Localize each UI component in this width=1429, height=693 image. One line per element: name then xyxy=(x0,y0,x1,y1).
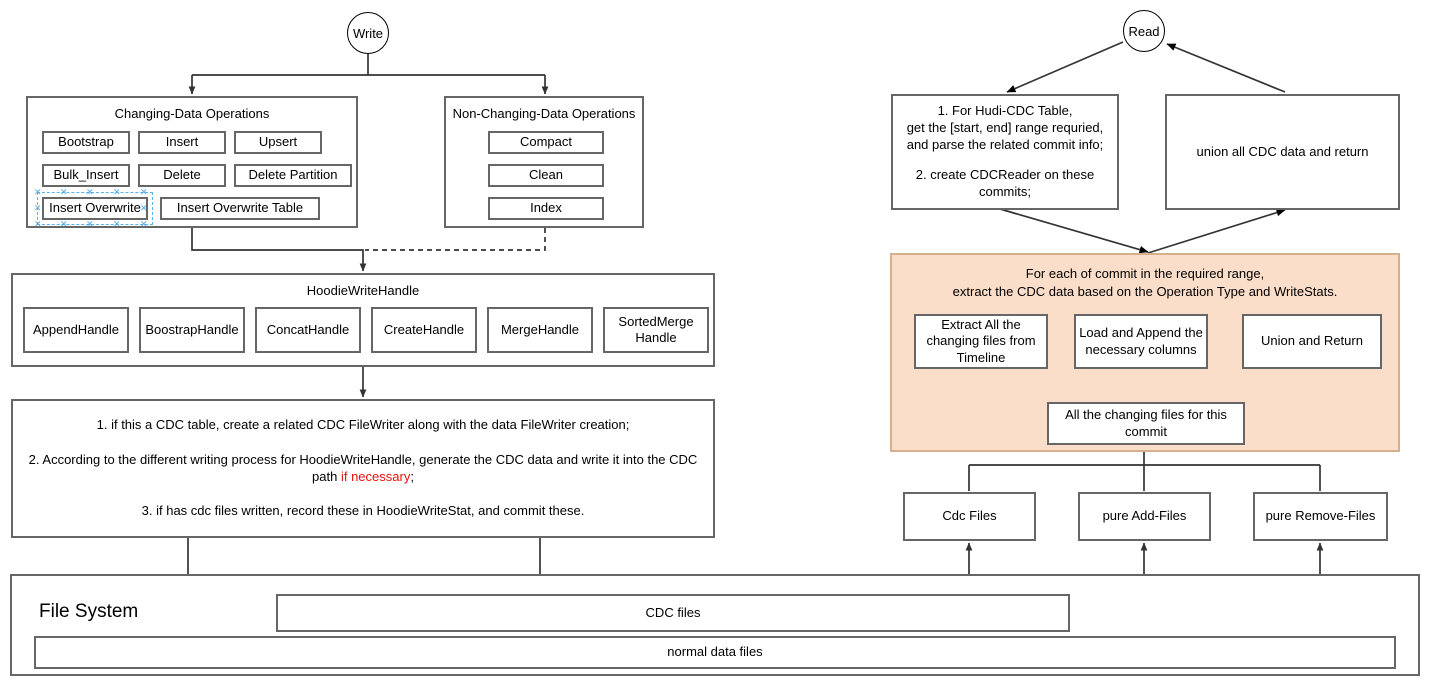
op-compact[interactable]: Compact xyxy=(488,131,604,154)
op-index[interactable]: Index xyxy=(488,197,604,220)
union-and-return-box[interactable]: Union and Return xyxy=(1242,314,1382,369)
resize-handle-w-icon[interactable]: ✕ xyxy=(34,203,42,213)
op-delete-label: Delete xyxy=(163,167,201,183)
handle-create-label: CreateHandle xyxy=(383,321,465,337)
union-and-return-label: Union and Return xyxy=(1261,333,1363,349)
pure-remove-files-label: pure Remove-Files xyxy=(1265,508,1376,524)
resize-handle-s3-icon[interactable]: ✕ xyxy=(113,219,121,229)
orange-panel-title-line-2: extract the CDC data based on the Operat… xyxy=(952,283,1338,299)
read-step-1-line-5: commits; xyxy=(979,184,1031,200)
selection-wrapper: Insert Overwrite ✕ ✕ ✕ ✕ ✕ ✕ ✕ ✕ ✕ ✕ ✕ ✕ xyxy=(34,188,153,229)
op-bootstrap-label: Bootstrap xyxy=(58,134,114,150)
op-upsert-label: Upsert xyxy=(258,134,298,150)
selection-outline xyxy=(37,192,153,225)
handle-sorted-merge-label: SortedMerge Handle xyxy=(618,313,694,345)
changing-group-title: Changing-Data Operations xyxy=(114,106,270,121)
op-insert-overwrite-label: Insert Overwrite xyxy=(49,200,141,216)
op-insert-overwrite-table-label: Insert Overwrite Table xyxy=(176,200,304,216)
union-all-cdc-data-label: union all CDC data and return xyxy=(1196,143,1369,159)
handle-create[interactable]: CreateHandle xyxy=(371,307,477,353)
file-system-label: File System xyxy=(39,601,139,622)
hoodie-write-handle-group: HoodieWriteHandle AppendHandle BoostrapH… xyxy=(11,273,715,367)
op-insert-label: Insert xyxy=(165,134,199,150)
cdc-note-line-2: 2. According to the different writing pr… xyxy=(18,452,708,486)
write-start-label: Write xyxy=(352,25,384,41)
cdc-files-box[interactable]: Cdc Files xyxy=(903,492,1036,541)
resize-handle-n2-icon[interactable]: ✕ xyxy=(60,187,68,197)
handle-append-label: AppendHandle xyxy=(32,321,120,337)
read-start-label: Read xyxy=(1128,23,1160,39)
per-commit-extraction-panel: For each of commit in the required range… xyxy=(890,253,1400,452)
op-bulk-insert[interactable]: Bulk_Insert xyxy=(42,164,130,187)
handle-merge-label: MergeHandle xyxy=(500,321,580,337)
op-insert[interactable]: Insert xyxy=(138,131,226,154)
non-changing-group-title: Non-Changing-Data Operations xyxy=(452,106,636,121)
cdc-note-line-2-a: 2. According to the different writing pr… xyxy=(28,451,698,484)
all-changing-files-commit-label: All the changing files for this commit xyxy=(1065,407,1227,439)
normal-data-files-region[interactable]: normal data files xyxy=(34,636,1396,669)
op-index-label: Index xyxy=(530,200,562,216)
op-clean[interactable]: Clean xyxy=(488,164,604,187)
non-changing-data-operations-group: Non-Changing-Data Operations Compact Cle… xyxy=(444,96,644,228)
op-bulk-insert-label: Bulk_Insert xyxy=(53,167,119,183)
op-clean-label: Clean xyxy=(529,167,563,183)
resize-handle-s-icon[interactable]: ✕ xyxy=(86,219,94,229)
extract-changing-files-box[interactable]: Extract All the changing files from Time… xyxy=(914,314,1048,369)
read-step-1-line-1: 1. For Hudi-CDC Table, xyxy=(937,102,1073,118)
cdc-note-line-2-b: ; xyxy=(410,468,414,484)
op-insert-overwrite-table[interactable]: Insert Overwrite Table xyxy=(160,197,320,220)
handle-concat[interactable]: ConcatHandle xyxy=(255,307,361,353)
read-step-1[interactable]: 1. For Hudi-CDC Table, get the [start, e… xyxy=(891,94,1119,210)
extract-changing-files-label: Extract All the changing files from Time… xyxy=(926,317,1036,365)
resize-handle-e-icon[interactable]: ✕ xyxy=(140,203,148,213)
op-delete-partition-label: Delete Partition xyxy=(248,167,338,183)
cdc-note-emphasis: if necessary xyxy=(340,468,411,484)
read-start-node[interactable]: Read xyxy=(1123,10,1165,52)
read-step-1-line-2: get the [start, end] range requried, xyxy=(906,119,1104,135)
handle-sorted-merge[interactable]: SortedMerge Handle xyxy=(603,307,709,353)
pure-add-files-label: pure Add-Files xyxy=(1102,508,1187,524)
handle-concat-label: ConcatHandle xyxy=(266,321,350,337)
changing-data-operations-group: Changing-Data Operations Bootstrap Inser… xyxy=(26,96,358,229)
resize-handle-ne-icon[interactable]: ✕ xyxy=(140,187,148,197)
orange-panel-title: For each of commit in the required range… xyxy=(892,265,1398,300)
resize-handle-n-icon[interactable]: ✕ xyxy=(86,187,94,197)
union-all-cdc-data-box[interactable]: union all CDC data and return xyxy=(1165,94,1400,210)
op-insert-overwrite[interactable]: Insert Overwrite xyxy=(42,197,148,220)
orange-panel-title-line-1: For each of commit in the required range… xyxy=(1025,266,1265,281)
cdc-note-line-1: 1. if this a CDC table, create a related… xyxy=(96,416,630,432)
resize-handle-sw-icon[interactable]: ✕ xyxy=(34,219,42,229)
cdc-files-box-label: Cdc Files xyxy=(942,508,997,524)
pure-add-files-box[interactable]: pure Add-Files xyxy=(1078,492,1211,541)
normal-data-files-label: normal data files xyxy=(667,644,763,660)
pure-remove-files-box[interactable]: pure Remove-Files xyxy=(1253,492,1388,541)
op-delete-partition[interactable]: Delete Partition xyxy=(234,164,352,187)
op-delete[interactable]: Delete xyxy=(138,164,226,187)
handle-merge[interactable]: MergeHandle xyxy=(487,307,593,353)
hoodie-write-handle-title: HoodieWriteHandle xyxy=(306,283,420,298)
resize-handle-n3-icon[interactable]: ✕ xyxy=(113,187,121,197)
cdc-files-label: CDC files xyxy=(645,604,701,620)
read-step-1-line-3: and parse the related commit info; xyxy=(906,136,1104,152)
load-append-columns-label: Load and Append the necessary columns xyxy=(1079,325,1203,357)
read-step-1-line-4: 2. create CDCReader on these xyxy=(915,167,1095,183)
write-start-node[interactable]: Write xyxy=(347,12,389,54)
file-system-group: File System CDC files normal data files xyxy=(10,574,1420,676)
handle-append[interactable]: AppendHandle xyxy=(23,307,129,353)
cdc-write-note: 1. if this a CDC table, create a related… xyxy=(11,399,715,538)
op-compact-label: Compact xyxy=(519,134,573,150)
resize-handle-nw-icon[interactable]: ✕ xyxy=(34,187,42,197)
resize-handle-se-icon[interactable]: ✕ xyxy=(140,219,148,229)
handle-bootstrap[interactable]: BoostrapHandle xyxy=(139,307,245,353)
op-upsert[interactable]: Upsert xyxy=(234,131,322,154)
op-bootstrap[interactable]: Bootstrap xyxy=(42,131,130,154)
all-changing-files-commit-box[interactable]: All the changing files for this commit xyxy=(1047,402,1245,445)
cdc-note-line-3: 3. if has cdc files written, record thes… xyxy=(141,503,585,519)
resize-handle-s2-icon[interactable]: ✕ xyxy=(60,219,68,229)
cdc-files-region[interactable]: CDC files xyxy=(276,594,1070,632)
load-append-columns-box[interactable]: Load and Append the necessary columns xyxy=(1074,314,1208,369)
handle-bootstrap-label: BoostrapHandle xyxy=(145,321,239,337)
